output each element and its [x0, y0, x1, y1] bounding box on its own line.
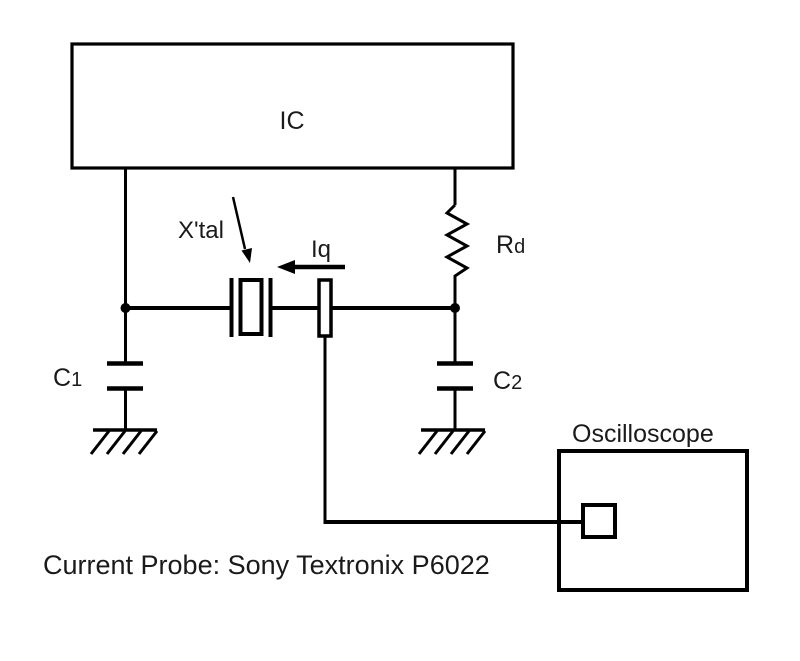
ground-left-hatch — [89, 430, 111, 455]
ic-label: IC — [280, 107, 305, 135]
ic-box — [70, 42, 515, 170]
current-probe-symbol — [317, 278, 333, 338]
iq-arrowhead-icon — [277, 260, 295, 274]
iq-label: Iq — [311, 236, 331, 263]
ground-right-hatch — [465, 430, 487, 455]
ground-right-hatch — [417, 430, 439, 455]
junction-dot-right — [450, 303, 460, 313]
ground-right-hatch — [433, 430, 455, 455]
capacitor-c1: C1 — [53, 308, 143, 430]
resistor-zigzag-symbol — [443, 203, 471, 308]
crystal-xtal: X'tal — [178, 196, 273, 337]
current-probe — [317, 278, 617, 539]
crystal-label: X'tal — [178, 217, 224, 244]
crystal-body — [238, 278, 264, 336]
scope-input-connector-square — [581, 503, 617, 539]
crystal-pointer-arrow-shaft — [231, 196, 247, 250]
ground-right-hatch — [449, 430, 471, 455]
ic-block: IC — [70, 42, 515, 170]
ground-symbol-left — [89, 428, 159, 455]
caption-text: Current Probe: Sony Textronix P6022 — [43, 550, 490, 580]
oscilloscope-label: Oscilloscope — [572, 420, 714, 448]
crystal-pointer-arrowhead-icon — [241, 248, 252, 263]
c2-label: C2 — [493, 367, 522, 395]
iq-current-annotation: Iq — [277, 236, 345, 274]
resistor-rd: Rd — [443, 203, 525, 308]
ground-symbol-right — [417, 428, 487, 455]
ground-left-hatch — [121, 430, 143, 455]
capacitor-c2: C2 — [437, 308, 522, 430]
junction-dot-left — [120, 303, 131, 313]
ground-left-hatch — [137, 430, 159, 455]
ground-left-hatch — [105, 430, 127, 455]
resistor-label: Rd — [496, 231, 525, 259]
c1-label: C1 — [53, 364, 82, 392]
